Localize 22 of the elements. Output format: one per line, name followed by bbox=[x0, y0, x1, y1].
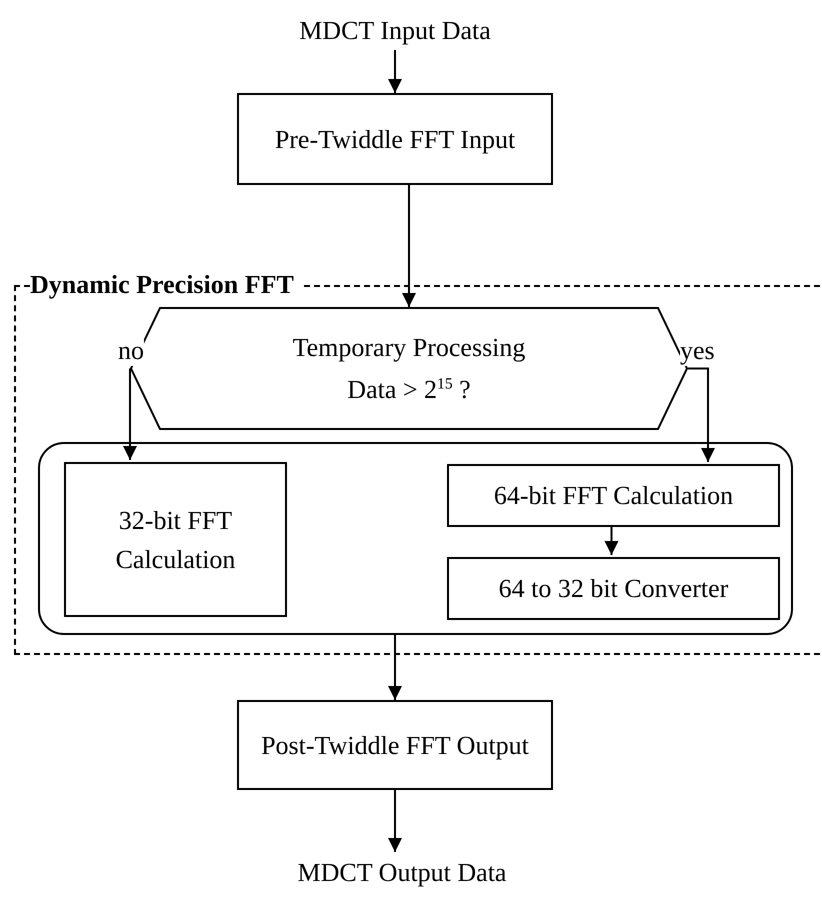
edge-label: no bbox=[118, 336, 144, 366]
process-box bbox=[64, 462, 287, 617]
arrow bbox=[388, 50, 402, 93]
arrow bbox=[388, 790, 402, 852]
arrow bbox=[123, 368, 137, 460]
box-text: 32-bit FFT Calculation bbox=[114, 504, 236, 576]
arrow bbox=[388, 635, 402, 700]
arrow bbox=[688, 368, 715, 462]
decision-text: Temporary Processing Data > 2$^{15}$ ? bbox=[292, 332, 526, 406]
process-box bbox=[237, 93, 553, 185]
process-box bbox=[447, 557, 780, 620]
process-box bbox=[237, 700, 553, 790]
terminal-text: MDCT Input Data bbox=[298, 14, 492, 46]
terminal-text: MDCT Output Data bbox=[296, 856, 508, 888]
arrow bbox=[402, 185, 416, 307]
group-box bbox=[38, 442, 793, 635]
process-box bbox=[447, 464, 780, 527]
box-text: 64-bit FFT Calculation bbox=[492, 480, 734, 512]
box-text: Pre-Twiddle FFT Input bbox=[274, 124, 516, 156]
box-text: Post-Twiddle FFT Output bbox=[260, 730, 530, 762]
arrow bbox=[604, 525, 618, 555]
box-text: 64 to 32 bit Converter bbox=[498, 573, 730, 605]
